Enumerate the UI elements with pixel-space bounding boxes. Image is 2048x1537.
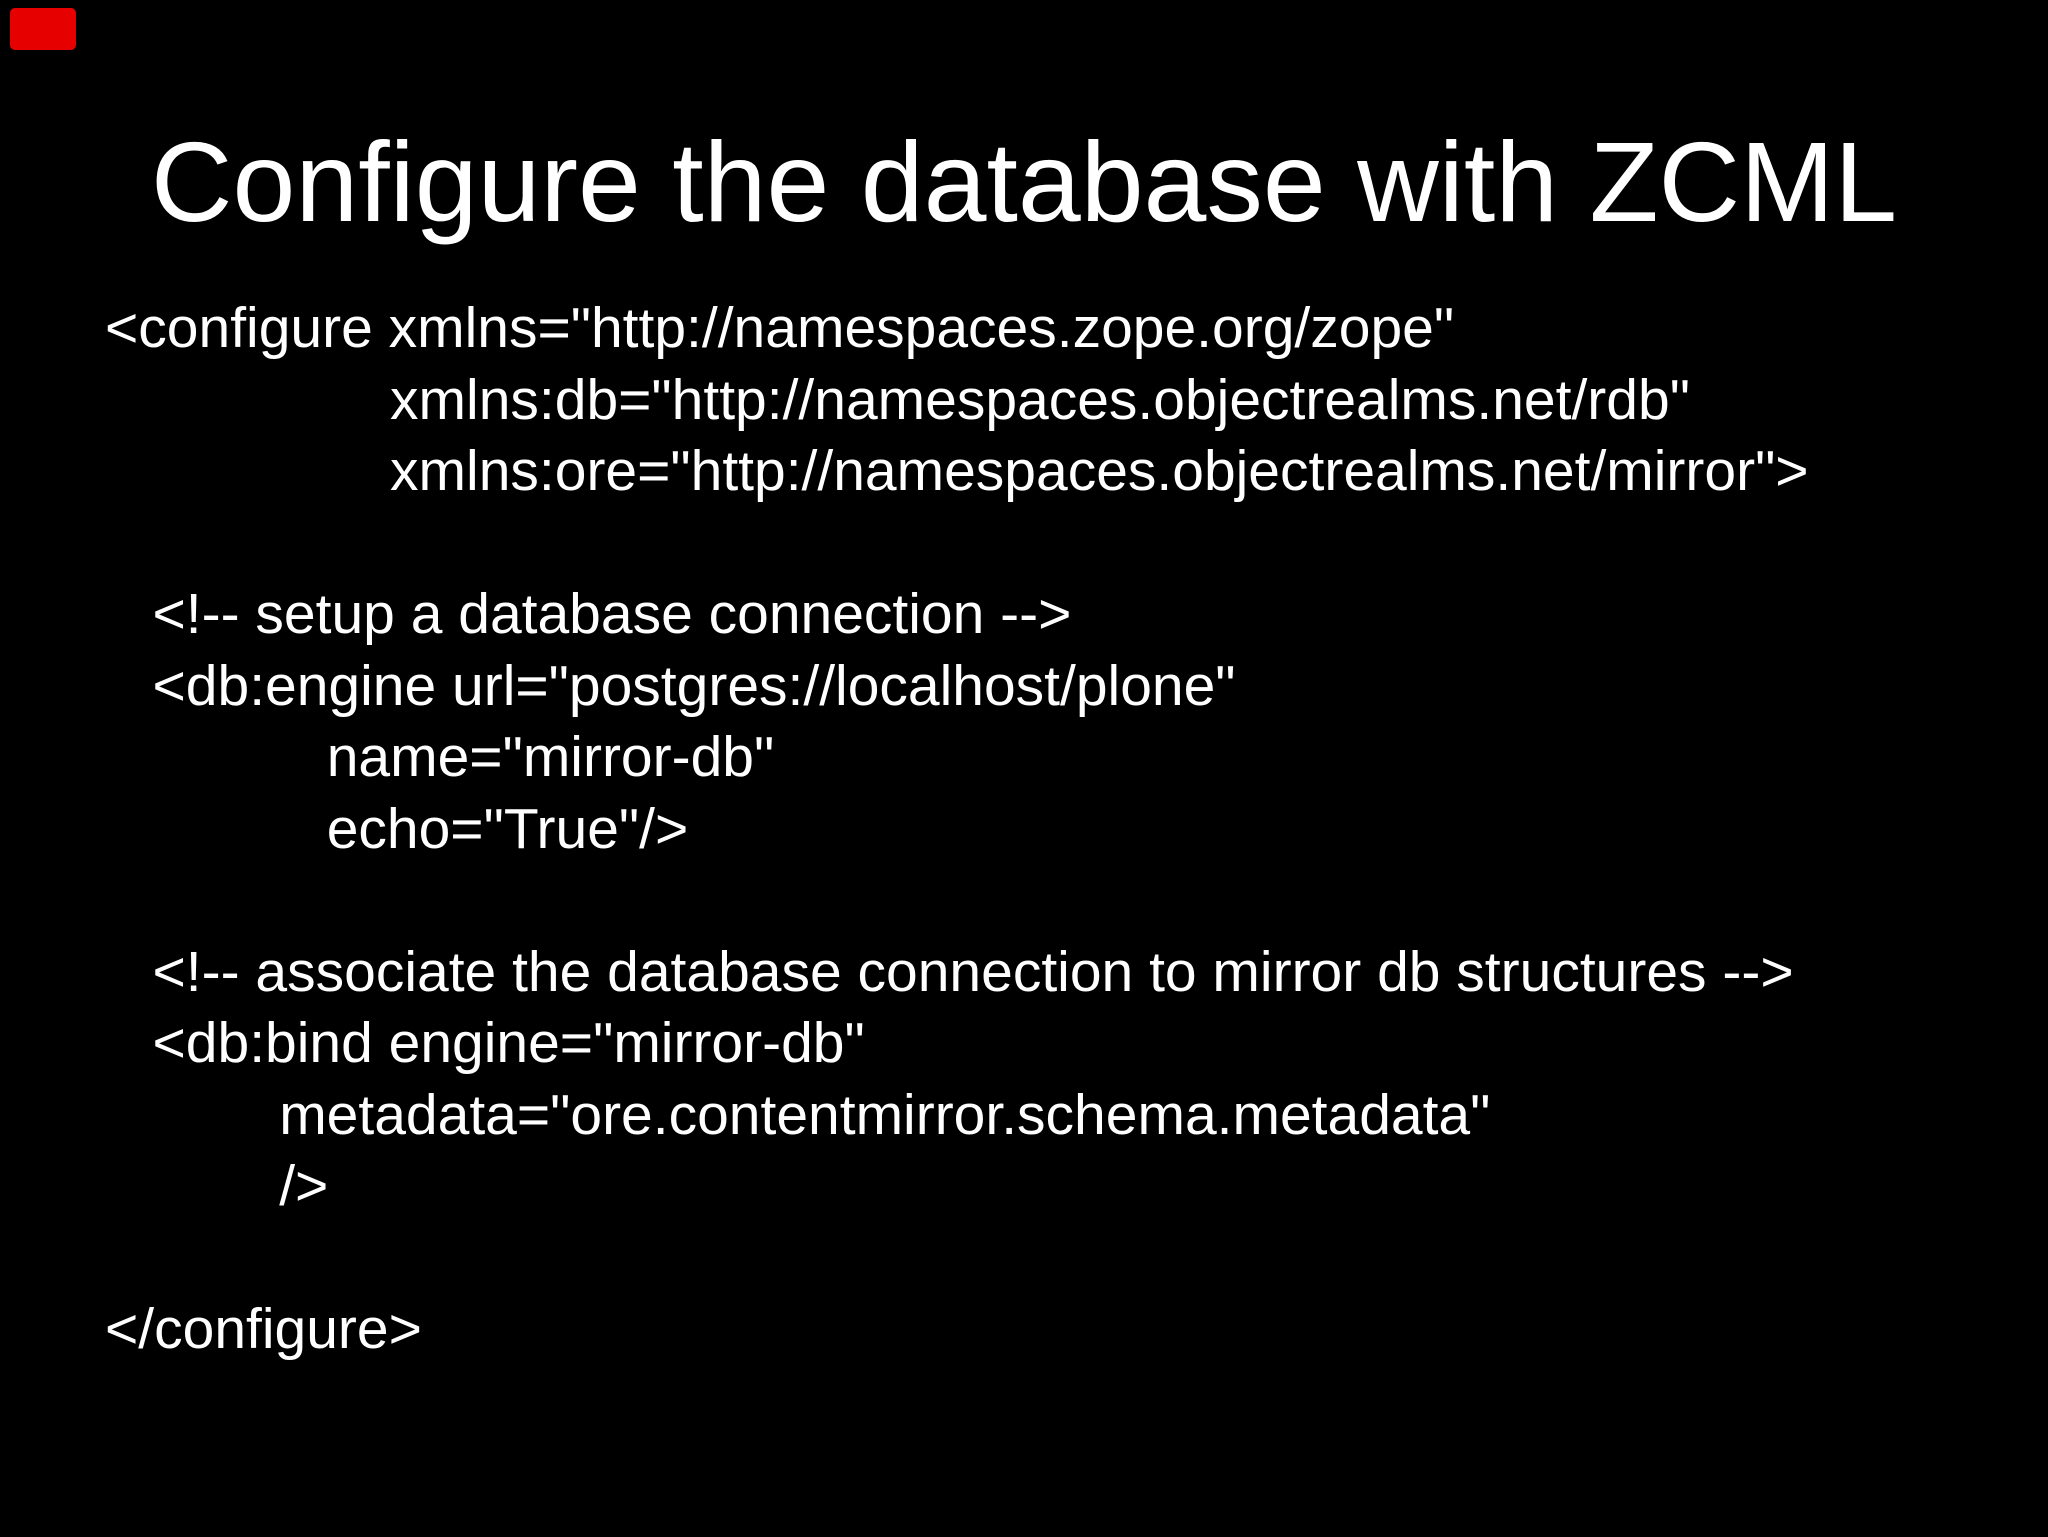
code-line-bind-close: />: [105, 1154, 329, 1218]
code-line-xmlns-db: xmlns:db="http://namespaces.objectrealms…: [105, 367, 1690, 432]
code-line-xmlns-ore: xmlns:ore="http://namespaces.objectrealm…: [105, 439, 1809, 503]
code-line-comment-setup: <!-- setup a database connection -->: [105, 582, 1072, 646]
code-line-engine-echo: echo="True"/>: [105, 796, 689, 861]
code-line-engine-name: name="mirror-db": [105, 725, 775, 789]
code-line-db-bind: <db:bind engine="mirror-db": [105, 1011, 865, 1075]
red-marker: [10, 8, 76, 50]
code-line-comment-associate: <!-- associate the database connection t…: [105, 939, 1794, 1004]
zcml-code-block: <configure xmlns="http://namespaces.zope…: [105, 293, 1809, 1366]
code-line-blank: [105, 1223, 1809, 1295]
code-line-db-engine: <db:engine url="postgres://localhost/plo…: [105, 653, 1236, 718]
code-line-configure-close: </configure>: [105, 1297, 422, 1361]
code-line-configure-open: <configure xmlns="http://namespaces.zope…: [105, 296, 1455, 360]
code-line-bind-metadata: metadata="ore.contentmirror.schema.metad…: [105, 1082, 1491, 1147]
code-line-blank: [105, 508, 1809, 580]
code-line-blank: [105, 865, 1809, 937]
slide-title: Configure the database with ZCML: [150, 119, 1898, 245]
